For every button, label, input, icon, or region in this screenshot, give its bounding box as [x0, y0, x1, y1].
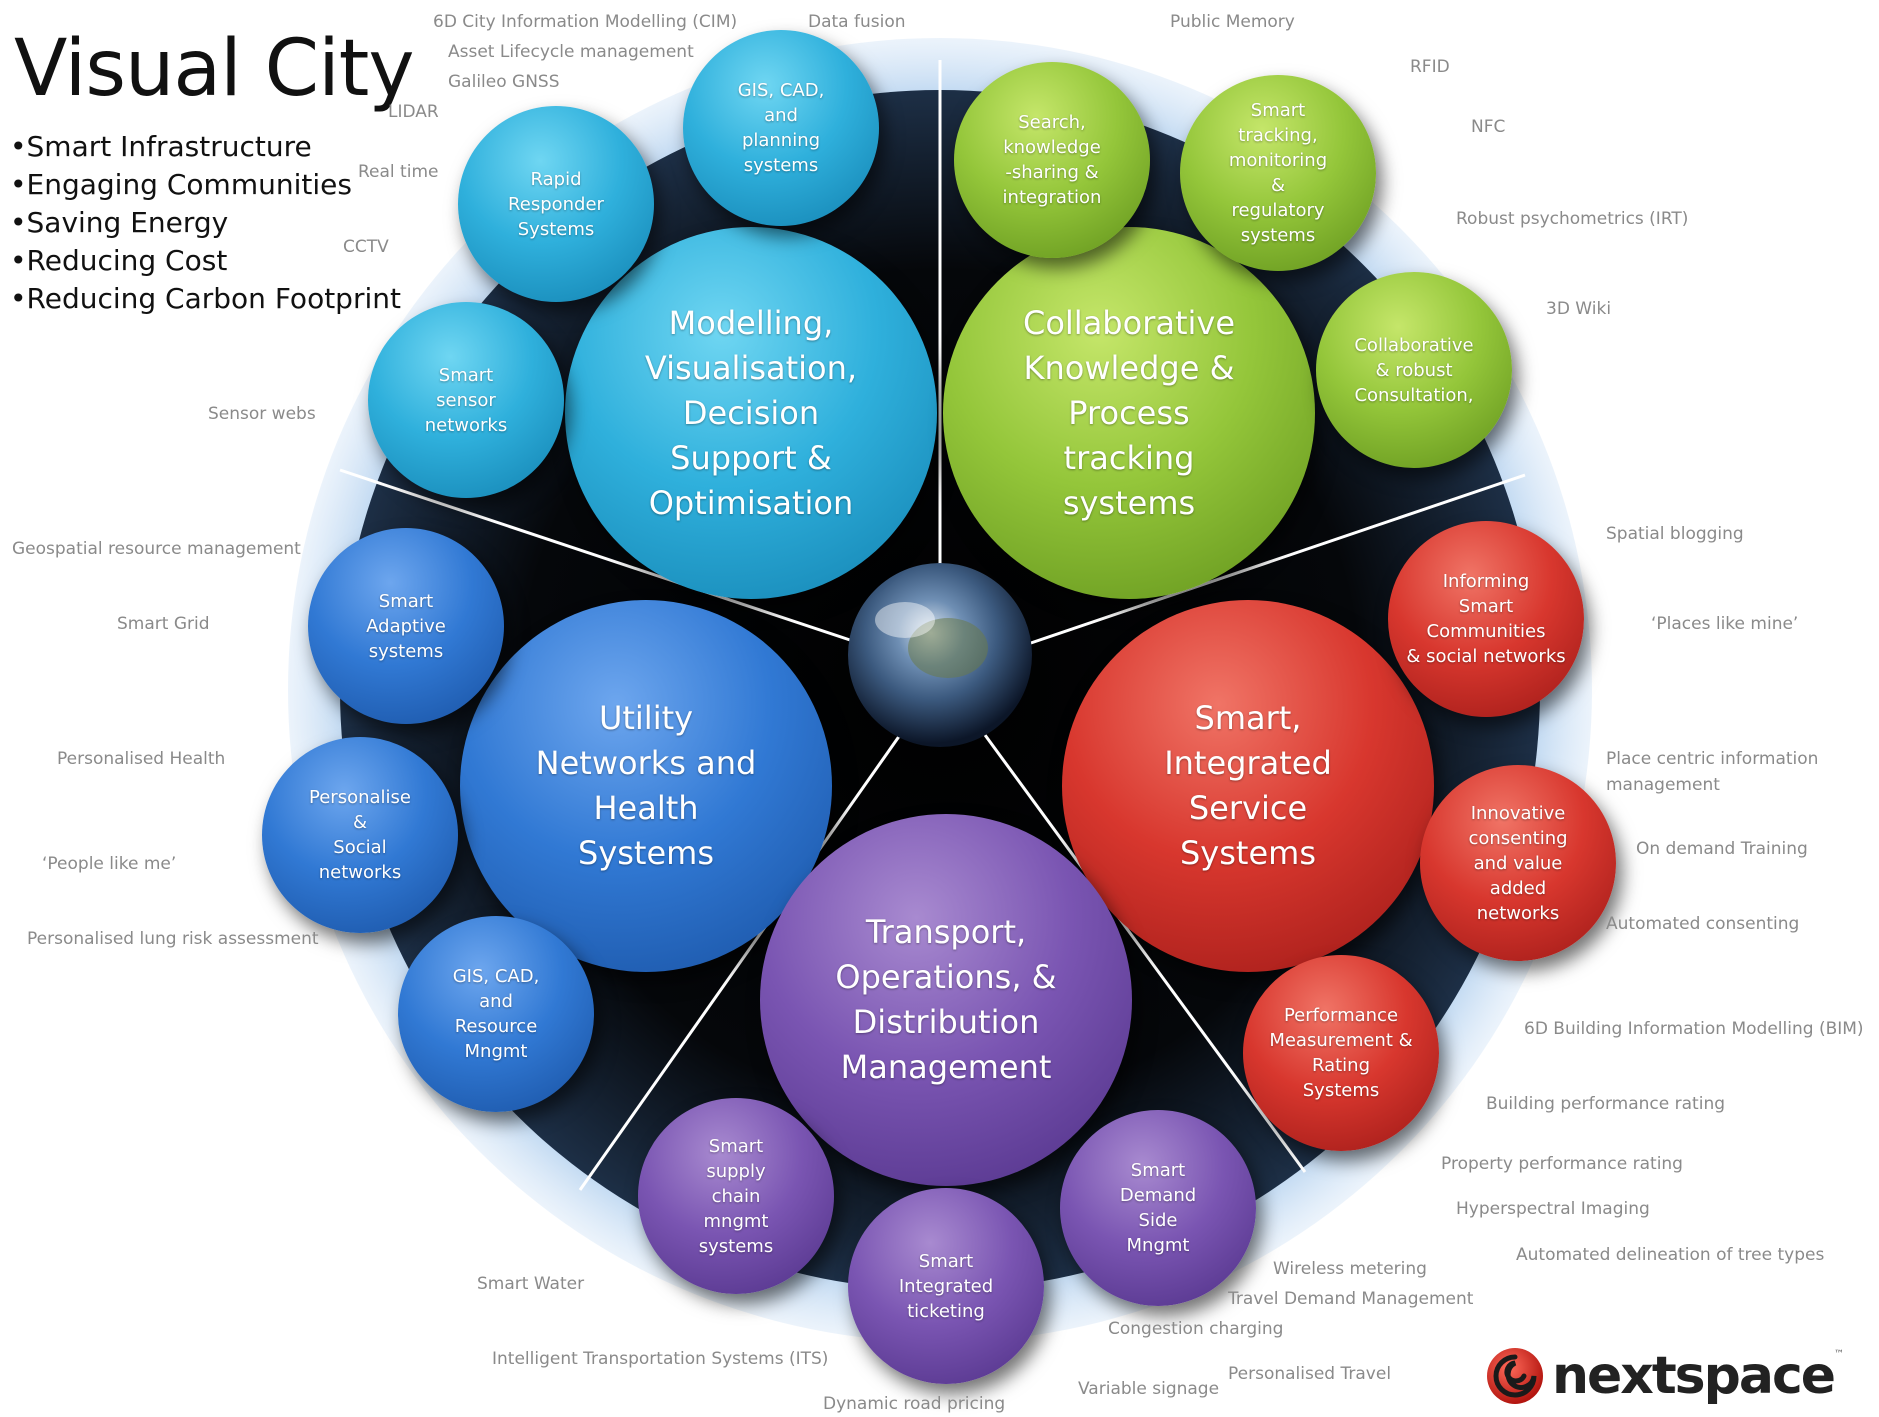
bubble-label: Innovative consenting and value added ne… — [1468, 802, 1568, 924]
tag-label: Personalised lung risk assessment — [27, 929, 319, 949]
divider-spokes — [339, 60, 1526, 1191]
bubble-modelling: Modelling, Visualisation, Decision Suppo… — [565, 227, 937, 599]
tag-label: Congestion charging — [1108, 1319, 1284, 1339]
nextspace-swirl-icon — [1487, 1348, 1543, 1404]
tag-label: On demand Training — [1636, 839, 1808, 859]
tag-label: Smart Water — [477, 1274, 585, 1294]
tag-label: Real time — [358, 162, 439, 182]
bubble-label: GIS, CAD, and Resource Mngmt — [452, 966, 540, 1062]
tag-label: management — [1606, 775, 1720, 795]
bubble-smart-tracking: Smart tracking, monitoring & regulatory … — [1180, 75, 1376, 271]
tag-label: Property performance rating — [1441, 1154, 1683, 1174]
tag-label: Galileo GNSS — [448, 72, 560, 92]
logo-wordmark: nextspace — [1552, 1346, 1836, 1406]
tag-label: Hyperspectral Imaging — [1456, 1199, 1650, 1219]
tag-label: Wireless metering — [1273, 1259, 1427, 1279]
bubble-label: Personalise & Social networks — [309, 787, 411, 883]
tag-label: Dynamic road pricing — [823, 1394, 1006, 1414]
tag-label: Sensor webs — [208, 404, 316, 424]
bubble-smart-sensor: Smart sensor networks — [368, 302, 564, 498]
tag-label: Public Memory — [1170, 12, 1295, 32]
tag-label: NFC — [1471, 117, 1506, 137]
bubble-transport: Transport, Operations, & Distribution Ma… — [760, 814, 1132, 1186]
spoke-upper-right — [1024, 473, 1526, 647]
tag-label: Geospatial resource management — [12, 539, 301, 559]
bubble-gis-cad-resource: GIS, CAD, and Resource Mngmt — [398, 916, 594, 1112]
tag-label: ‘Places like mine’ — [1651, 614, 1799, 634]
bubble-modelling-label: Modelling, Visualisation, Decision Suppo… — [644, 303, 858, 522]
bubble-label: Smart Integrated ticketing — [898, 1250, 994, 1322]
bubble-label: Smart Demand Side Mngmt — [1119, 1160, 1197, 1256]
bubble-label: Smart sensor networks — [424, 364, 508, 436]
tag-label: Smart Grid — [117, 614, 210, 634]
bubble-label: Smart tracking, monitoring & regulatory … — [1228, 100, 1328, 246]
bubble-label: Performance Measurement & Rating Systems — [1269, 1005, 1413, 1101]
bullet-item: •Saving Energy — [10, 206, 229, 239]
bubble-smart-supply-chain: Smart supply chain mngmt systems — [638, 1098, 834, 1294]
bullet-item: •Smart Infrastructure — [10, 130, 312, 163]
page-title: Visual City — [14, 24, 415, 114]
bubble-smart-adaptive: Smart Adaptive systems — [308, 528, 504, 724]
globe-cloud — [875, 602, 935, 638]
bubble-collaborative-label: Collaborative Knowledge & Process tracki… — [1022, 303, 1236, 522]
tag-label: LIDAR — [388, 102, 439, 122]
bubble-utility-label: Utility Networks and Health Systems — [535, 699, 757, 872]
spoke-upper-left — [339, 468, 851, 642]
bubble-smart-integrated-label: Smart, Integrated Service Systems — [1164, 699, 1332, 872]
bubble-label: Informing Smart Communities & social net… — [1406, 571, 1566, 667]
bubble-informing-communities: Informing Smart Communities & social net… — [1388, 521, 1584, 717]
bubble-smart-demand-side: Smart Demand Side Mngmt — [1060, 1110, 1256, 1306]
tag-label: Personalised Health — [57, 749, 226, 769]
bubble-collab-consultation: Collaborative & robust Consultation, — [1316, 272, 1512, 468]
spoke-lower-left — [578, 734, 902, 1191]
bubble-utility: Utility Networks and Health Systems — [460, 600, 832, 972]
bubble-gis-cad-planning: GIS, CAD, and planning systems — [683, 30, 879, 226]
bubble-label: Search, knowledge -sharing & integration — [1002, 112, 1102, 208]
bubble-performance-measurement: Performance Measurement & Rating Systems — [1243, 955, 1439, 1151]
tag-label: Robust psychometrics (IRT) — [1456, 209, 1689, 229]
tag-label: 6D Building Information Modelling (BIM) — [1524, 1019, 1864, 1039]
tag-label: ‘People like me’ — [42, 854, 177, 874]
bubble-label: Smart Adaptive systems — [366, 590, 446, 662]
globe-land — [908, 618, 988, 678]
tag-label: Spatial blogging — [1606, 524, 1744, 544]
bubble-label: Collaborative & robust Consultation, — [1354, 334, 1474, 406]
bubble-collaborative: Collaborative Knowledge & Process tracki… — [943, 227, 1315, 599]
tag-label: Personalised Travel — [1228, 1364, 1392, 1384]
bubble-label: Smart supply chain mngmt systems — [698, 1135, 774, 1257]
spoke-lower-right — [983, 734, 1307, 1173]
bubble-search-knowledge: Search, knowledge -sharing & integration — [954, 62, 1150, 258]
bubble-label: GIS, CAD, and planning systems — [737, 80, 825, 176]
bubble-label: Rapid Responder Systems — [508, 168, 604, 240]
bubble-smart-integrated: Smart, Integrated Service Systems — [1062, 600, 1434, 972]
tag-label: Place centric information — [1606, 749, 1819, 769]
bullet-list: •Smart Infrastructure •Engaging Communit… — [10, 128, 401, 318]
bullet-item: •Reducing Carbon Footprint — [10, 282, 401, 315]
tag-label: RFID — [1410, 57, 1450, 77]
tag-label: Variable signage — [1078, 1379, 1220, 1399]
nextspace-logo: nextspace ™ — [1484, 1345, 1844, 1407]
logo-trademark: ™ — [1834, 1349, 1845, 1360]
tag-label: 6D City Information Modelling (CIM) — [433, 12, 738, 32]
tag-label: Automated delineation of tree types — [1516, 1245, 1825, 1265]
tag-label: Asset Lifecycle management — [448, 42, 694, 62]
tag-label: Data fusion — [808, 12, 906, 32]
tag-label: CCTV — [343, 237, 389, 257]
bubble-personalise-social: Personalise & Social networks — [262, 737, 458, 933]
tag-label: 3D Wiki — [1546, 299, 1612, 319]
tag-label: Building performance rating — [1486, 1094, 1726, 1114]
bubble-transport-label: Transport, Operations, & Distribution Ma… — [835, 913, 1057, 1086]
bubble-innovative-consenting: Innovative consenting and value added ne… — [1420, 765, 1616, 961]
tag-label: Intelligent Transportation Systems (ITS) — [492, 1349, 829, 1369]
bullet-item: •Engaging Communities — [10, 168, 352, 201]
bubble-smart-ticketing: Smart Integrated ticketing — [848, 1188, 1044, 1384]
tag-label: Travel Demand Management — [1228, 1289, 1474, 1309]
bullet-item: •Reducing Cost — [10, 244, 228, 277]
bubble-rapid-responder: Rapid Responder Systems — [458, 106, 654, 302]
tag-label: Automated consenting — [1606, 914, 1800, 934]
